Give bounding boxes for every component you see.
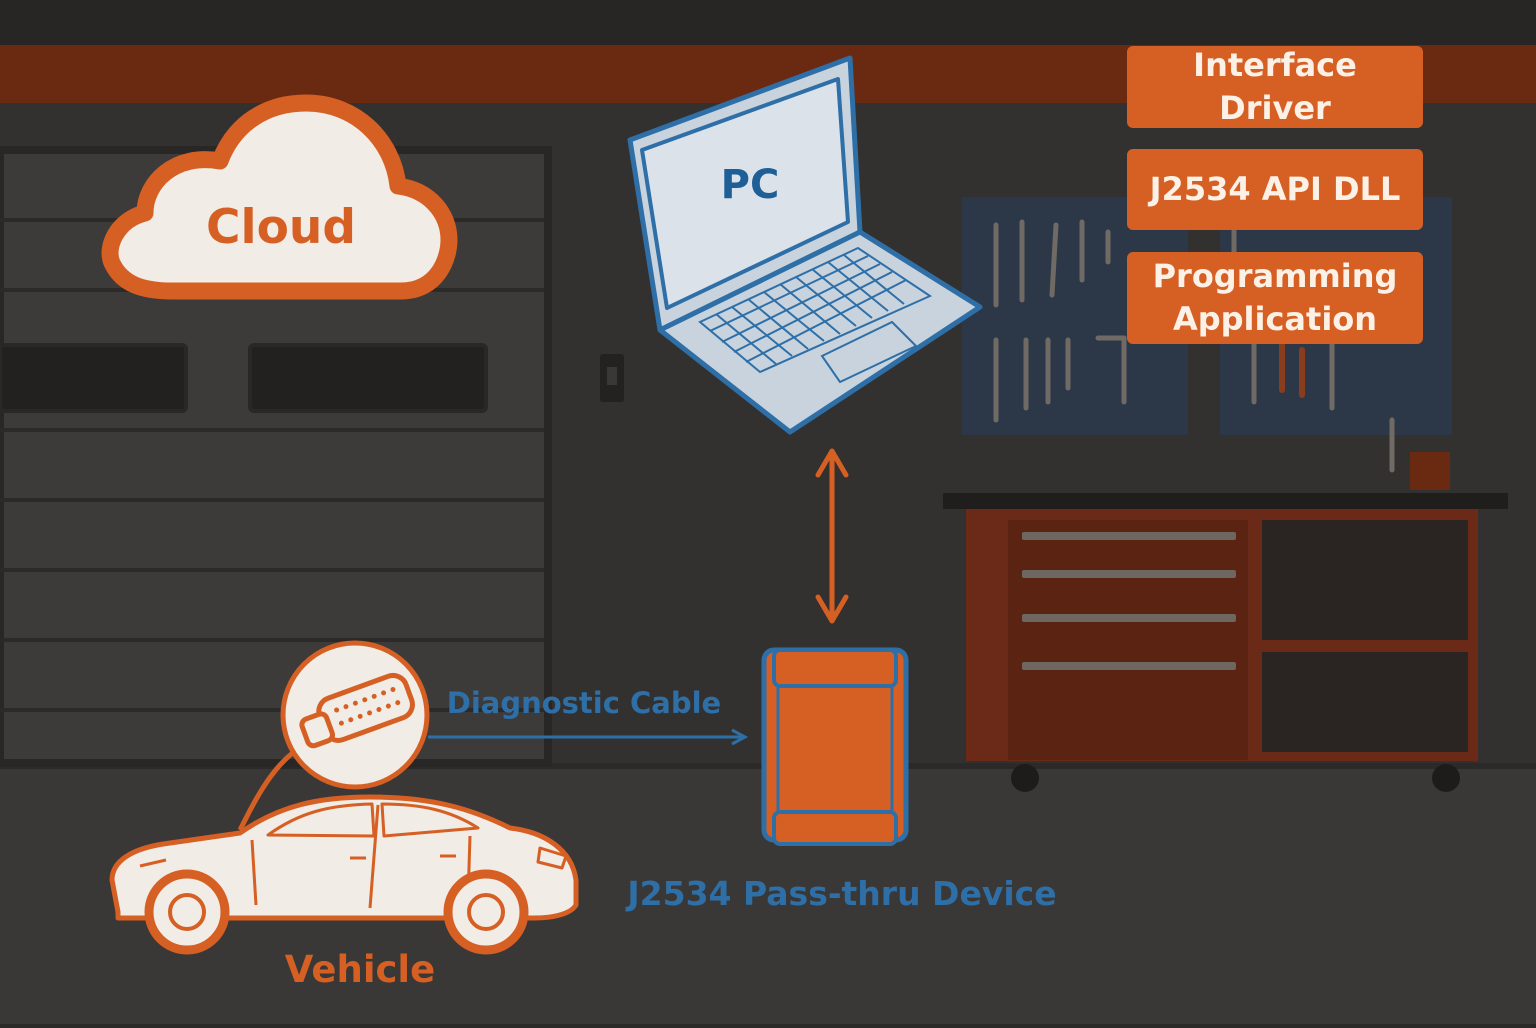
stack-label: Programming Application	[1152, 257, 1398, 338]
stack-box-interface-driver: Interface Driver	[1127, 46, 1423, 128]
pc-device-link-arrow	[815, 448, 849, 624]
stack-box-programming-application: Programming Application	[1127, 252, 1423, 344]
stack-box-j2534-api-dll: J2534 API DLL	[1127, 149, 1423, 230]
cloud-icon	[101, 94, 458, 300]
pass-thru-device-icon	[761, 647, 909, 846]
cable-label: Diagnostic Cable	[447, 686, 721, 720]
laptop-icon	[627, 55, 983, 435]
stack-label: J2534 API DLL	[1149, 170, 1401, 208]
vehicle-label: Vehicle	[285, 948, 435, 991]
diagnostic-cable-arrow	[428, 728, 749, 746]
workbench	[943, 452, 1508, 792]
cloud-label: Cloud	[206, 200, 356, 255]
obd-connector-icon	[237, 640, 430, 832]
car-icon	[109, 794, 579, 955]
stack-label: Interface Driver	[1193, 46, 1357, 127]
device-label: J2534 Pass-thru Device	[625, 874, 1056, 913]
pc-label: PC	[721, 162, 780, 208]
